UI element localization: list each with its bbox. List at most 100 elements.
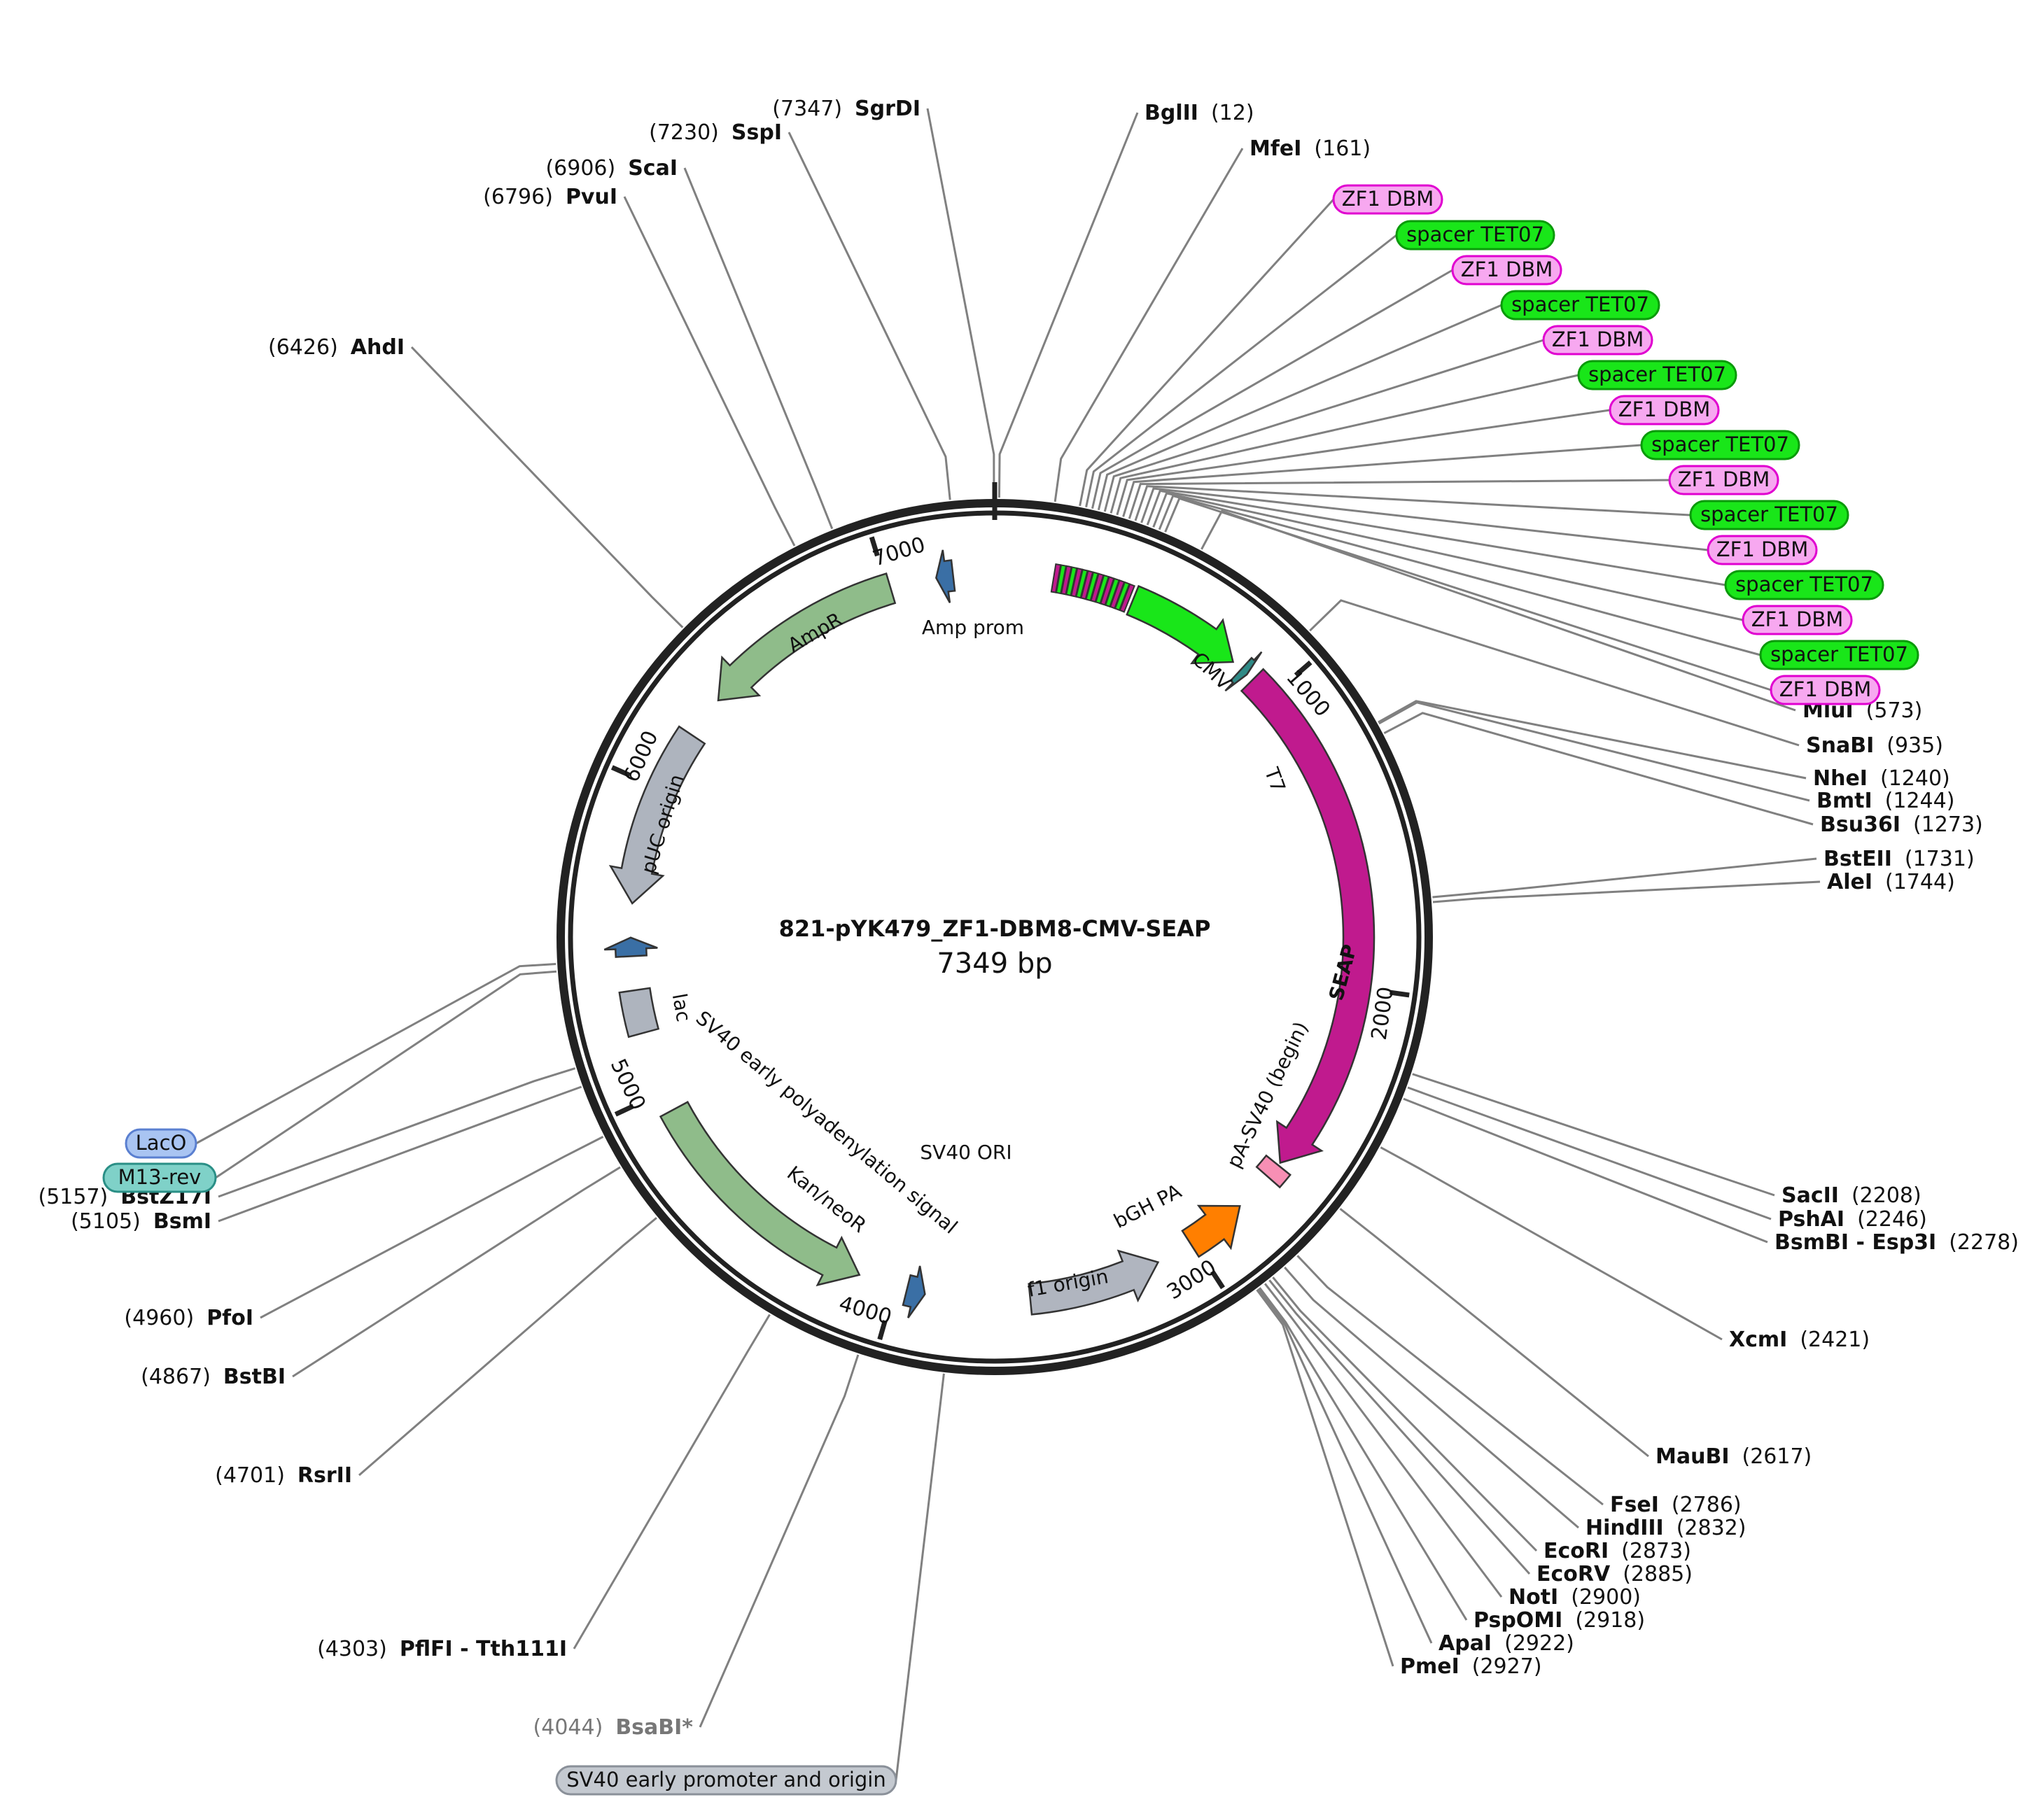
site-name: NotI [1508,1585,1558,1610]
site-name: ApaI [1438,1631,1492,1656]
site-position: (2246) [1857,1207,1927,1232]
site-name: BsmBI - Esp3I [1774,1230,1936,1255]
site-position: (4960) [124,1306,194,1330]
site-label: (5105)BsmI [71,1209,211,1234]
site-label: NotI(2900) [1508,1585,1641,1610]
site-leader-line [1412,1073,1775,1197]
pill-background [1742,605,1853,635]
site-position: (1273) [1913,812,1983,837]
pill-background [1707,535,1818,565]
pill-label: LacO [136,1131,187,1155]
site-leader-line [1256,1289,1394,1667]
site-position: (2922) [1504,1631,1574,1656]
site-position: (5105) [71,1209,141,1234]
pill-background [1577,360,1737,390]
site-label: (6906) ScaI [545,156,678,181]
pill-leader-line [1110,374,1579,514]
site-name: HindIII [1586,1516,1664,1540]
site-name: PspOMI [1474,1608,1562,1633]
pill-leader-line [1146,489,1726,586]
pill-background [1451,255,1562,286]
pill-label: spacer TET07 [1406,223,1544,246]
site-leader-line [1380,1146,1723,1341]
pill-label: spacer TET07 [1700,502,1838,526]
t7-feature-arrow [1224,651,1263,692]
lac-label: lac [668,992,696,1023]
site-name: SspI [732,120,782,145]
site-name: AleI [1827,870,1872,894]
kan-feature-arrow [659,1101,861,1287]
site-label: (4701)RsrII [215,1463,352,1488]
site-leader-line [997,112,1139,498]
dbm-array-segment [1119,583,1135,613]
pill-background [1770,675,1881,705]
site-label: (6796)PvuI [483,185,617,209]
sv40ori-feature-arrow [902,1265,926,1318]
site-name: XcmI [1729,1328,1787,1352]
pill-leader-line [1116,409,1611,516]
site-name: EcoRV [1536,1562,1611,1586]
pill-background [1640,430,1800,460]
site-leader-line [1383,712,1814,826]
pill-leader-line [1097,304,1502,511]
pill-label: spacer TET07 [1511,293,1649,316]
ruler-label: 2000 [1367,985,1399,1041]
site-name: MfeI [1250,136,1301,161]
site-label: (7230)SspI [649,120,782,145]
site-name: BglII [1144,101,1198,125]
pill-leader-line [895,1373,945,1781]
site-leader-line [1403,1097,1768,1244]
pill-label: ZF1 DBM [1618,397,1710,421]
site-leader-line [1407,1086,1772,1220]
site-name: ScaI [628,156,678,181]
site-position: (2617) [1742,1444,1812,1469]
site-name: PshAI [1778,1207,1844,1232]
site-leader-line [1378,701,1810,802]
pill-leader-line [1158,494,1761,656]
ruler-label: 5000 [606,1055,650,1114]
site-name: PflFI - Tth111I [400,1637,567,1661]
ruler-tick [877,1320,888,1340]
ruler-label: 3000 [1163,1255,1221,1304]
ampprom-label: Amp prom [922,616,1024,639]
pill-background [555,1765,897,1796]
pa-sv40-feature-arrow [1255,1154,1292,1189]
site-position: (1244) [1885,789,1955,813]
pill-label: ZF1 DBM [1552,328,1644,351]
site-label: NheI(1240) [1813,766,1950,791]
pill-background [1689,500,1849,530]
site-position: (4867) [141,1365,211,1389]
pill-label: ZF1 DBM [1779,677,1871,701]
puc-feature-arrow [608,725,706,905]
pill-leader-line [1140,487,1709,551]
site-position: (161) [1314,136,1371,161]
pill-leader-line [1079,198,1335,507]
site-leader-line [788,132,951,500]
site-leader-line [410,346,684,628]
site-position: (4044) [533,1715,603,1740]
site-name: RsrII [298,1463,352,1488]
leader-lines [195,108,1821,1781]
ruler-tick [1390,990,1410,998]
pill-label: M13-rev [118,1165,202,1189]
site-label: BstEII(1731) [1823,847,1975,871]
site-leader-line [699,1354,860,1728]
bgh-label: bGH PA [1110,1179,1185,1232]
site-leader-line [1339,1208,1649,1458]
site-label: (5157)BstZ17I [38,1185,212,1209]
pill-leader-line [1134,485,1691,521]
site-label: (7347)SgrDI [772,97,920,121]
pill-label: ZF1 DBM [1342,187,1434,211]
site-position: (1240) [1880,766,1950,791]
pill-leader-line [1085,234,1397,508]
site-leader-line [260,1136,604,1319]
pill-background [1332,184,1443,215]
site-position: (6906) [545,156,615,181]
site-leader-line [1200,509,1796,712]
site-position: (573) [1866,698,1923,723]
pill-leader-line [1122,444,1642,517]
site-name: SacII [1782,1183,1839,1208]
site-label: BsmBI - Esp3I(2278) [1774,1230,2019,1255]
site-position: (1744) [1885,870,1955,894]
site-name: SgrDI [855,97,920,121]
